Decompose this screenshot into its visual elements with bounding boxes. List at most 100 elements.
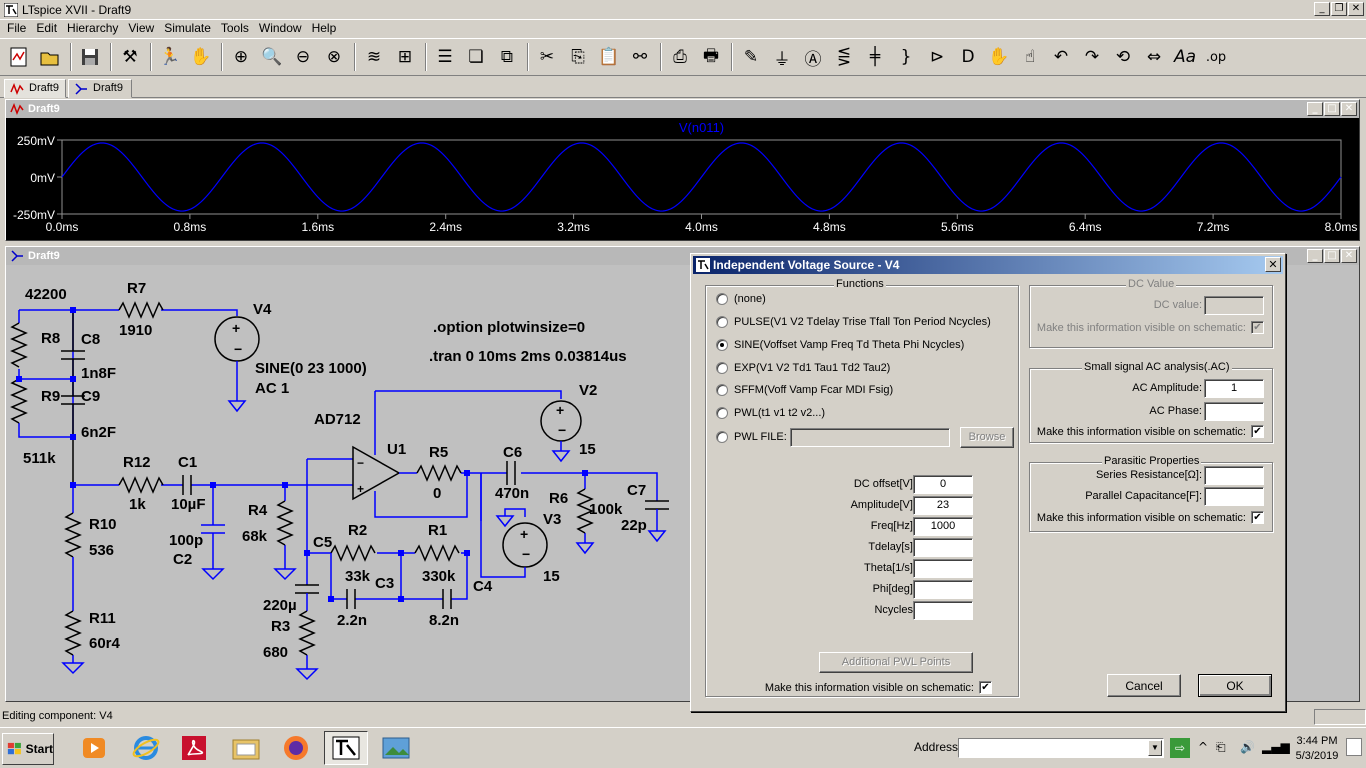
function-exp-radio[interactable]: EXP(V1 V2 Td1 Tau1 Td2 Tau2) <box>716 362 890 374</box>
schematic-maximize-button[interactable]: □ <box>1324 249 1340 263</box>
tray-chevron-icon[interactable]: ^ <box>1198 740 1209 754</box>
cancel-button[interactable]: Cancel <box>1107 674 1181 697</box>
address-dropdown-arrow[interactable]: ▼ <box>1148 740 1162 756</box>
menu-simulate[interactable]: Simulate <box>164 21 211 35</box>
radio-button[interactable] <box>716 316 728 328</box>
param-freq-input[interactable]: 1000 <box>913 517 973 536</box>
function-pwl-radio[interactable]: PWL(t1 v1 t2 v2...) <box>716 407 825 419</box>
taskbar-ltspice[interactable] <box>324 731 368 765</box>
ac-amplitude-input[interactable]: 1 <box>1204 379 1264 398</box>
menu-edit[interactable]: Edit <box>36 21 58 35</box>
taskbar-acrobat[interactable] <box>172 731 216 765</box>
move-icon[interactable]: ✋ <box>988 47 1010 67</box>
zoom-cancel-icon[interactable]: ⊗ <box>326 47 342 67</box>
radio-button[interactable] <box>716 407 728 419</box>
open-icon[interactable] <box>37 43 63 71</box>
series-resistance-input[interactable] <box>1204 466 1264 485</box>
tray-network-icon[interactable]: ⎗ <box>1216 740 1226 754</box>
print-icon[interactable]: ⎙ <box>673 47 687 67</box>
address-input[interactable]: ▼ <box>958 738 1164 758</box>
waveform-minimize-button[interactable]: _ <box>1307 102 1323 116</box>
pwl-file-input[interactable] <box>790 428 950 447</box>
show-desktop-button[interactable] <box>1346 738 1362 756</box>
directive-option[interactable]: .option plotwinsize=0 <box>433 319 585 336</box>
ac-phase-input[interactable] <box>1204 402 1264 421</box>
ok-button[interactable]: OK <box>1198 674 1272 697</box>
tab-schematic[interactable]: Draft9 <box>68 79 132 98</box>
zoom-out-icon[interactable]: ⊖ <box>295 47 311 67</box>
find-icon[interactable]: ⚯ <box>632 47 648 67</box>
param-amplitude-input[interactable]: 23 <box>913 496 973 515</box>
waveform-close-button[interactable]: ✕ <box>1341 102 1357 116</box>
tab-waveform[interactable]: Draft9 <box>4 79 66 98</box>
dc-value-input[interactable] <box>1204 296 1264 315</box>
taskbar-firefox[interactable] <box>274 731 318 765</box>
param-theta-input[interactable] <box>913 559 973 578</box>
trace-line-0[interactable] <box>61 142 1342 212</box>
halt-icon[interactable]: ✋ <box>190 47 212 67</box>
param-phi-input[interactable] <box>913 580 973 599</box>
dialog-close-button[interactable]: ✕ <box>1265 257 1281 272</box>
print-setup-icon[interactable]: 🖶 <box>702 45 720 66</box>
taskbar-internet-explorer[interactable] <box>124 731 168 765</box>
drag-icon[interactable]: ☝ <box>1024 47 1036 67</box>
trace-title[interactable]: V(n011) <box>679 120 724 135</box>
waveform-maximize-button[interactable]: □ <box>1324 102 1340 116</box>
save-icon[interactable] <box>77 43 103 71</box>
wire-icon[interactable]: ✎ <box>743 47 759 67</box>
autorange-icon[interactable]: ≋ <box>366 47 382 67</box>
resistor-icon[interactable]: ⋚ <box>836 47 852 67</box>
zoom-in-icon[interactable]: ⊕ <box>233 47 249 67</box>
tile-vertical-icon[interactable]: ⧉ <box>500 47 514 67</box>
clock[interactable]: 3:44 PM 5/3/2019 <box>1288 734 1346 764</box>
control-panel-icon[interactable]: ⚒ <box>122 47 138 67</box>
diode-icon[interactable]: ⊳ <box>929 47 945 67</box>
parasitic-visible-checkbox[interactable]: ✔ <box>1251 511 1264 524</box>
mirror-icon[interactable]: ⇔ <box>1146 47 1162 67</box>
label-icon[interactable]: Ⓐ <box>804 49 822 70</box>
circuit-diagram[interactable]: 42200 R7 1910 V4 R8 C8 1n8F R9 C9 6n2F 5… <box>6 265 1359 701</box>
function-sine-radio[interactable]: SINE(Voffset Vamp Freq Td Theta Phi Ncyc… <box>716 339 964 351</box>
inductor-icon[interactable]: } <box>900 47 912 67</box>
tray-signal-icon[interactable]: ▂▄▆ <box>1262 740 1290 754</box>
browse-button[interactable]: Browse <box>960 427 1014 448</box>
redo-icon[interactable]: ↷ <box>1084 47 1100 67</box>
cut-icon[interactable]: ✂ <box>539 47 555 67</box>
go-icon[interactable]: ⇨ <box>1170 738 1190 758</box>
menu-view[interactable]: View <box>128 21 155 35</box>
radio-button[interactable] <box>716 362 728 374</box>
minimize-button[interactable]: _ <box>1314 2 1330 16</box>
additional-pwl-button[interactable]: Additional PWL Points <box>819 652 973 673</box>
taskbar-media-player[interactable] <box>72 731 116 765</box>
undo-icon[interactable]: ↶ <box>1053 47 1069 67</box>
radio-button[interactable] <box>716 431 728 443</box>
menu-hierarchy[interactable]: Hierarchy <box>67 21 119 35</box>
start-button[interactable]: Start <box>2 733 54 765</box>
text-icon[interactable]: Aa <box>1173 47 1197 67</box>
paste-icon[interactable]: 📋 <box>598 47 620 67</box>
ac-visible-checkbox[interactable]: ✔ <box>1251 425 1264 438</box>
tile-horizontal-icon[interactable]: ☰ <box>437 47 453 67</box>
menu-file[interactable]: File <box>7 21 27 35</box>
dc-visible-checkbox[interactable]: ✔ <box>1251 321 1264 334</box>
functions-visible-checkbox[interactable]: ✔ <box>979 681 992 694</box>
ground-icon[interactable]: ⏚ <box>773 49 791 70</box>
param-dc-offset-input[interactable]: 0 <box>913 475 973 494</box>
function-none-radio[interactable]: (none) <box>716 293 766 305</box>
capacitor-icon[interactable]: ╪ <box>869 47 881 67</box>
schematic-close-button[interactable]: ✕ <box>1341 249 1357 263</box>
menu-window[interactable]: Window <box>258 21 302 35</box>
taskbar-explorer[interactable] <box>224 731 268 765</box>
zoom-full-icon[interactable]: 🔍 <box>261 47 283 67</box>
spice-directive-icon[interactable]: .op <box>1205 49 1227 65</box>
restore-button[interactable]: ❐ <box>1331 2 1347 16</box>
radio-button[interactable] <box>716 384 728 396</box>
run-icon[interactable]: 🏃 <box>159 47 181 67</box>
schematic-icon[interactable] <box>6 43 32 71</box>
tray-volume-icon[interactable]: 🔊 <box>1240 740 1255 754</box>
function-pwl-file-radio[interactable]: PWL FILE: <box>716 431 787 443</box>
schematic-minimize-button[interactable]: _ <box>1307 249 1323 263</box>
taskbar-photo-viewer[interactable] <box>374 731 418 765</box>
